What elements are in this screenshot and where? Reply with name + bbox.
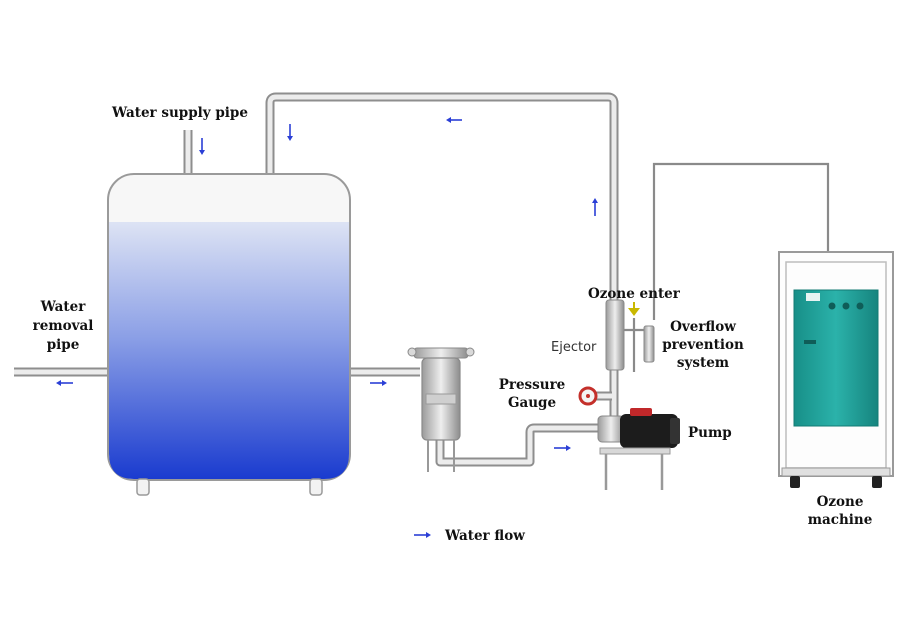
water-tank [107,173,351,496]
label-overflow-line1: Overflow [670,319,736,335]
arrow-up-icon [592,198,598,216]
arrow-right-icon [370,380,387,386]
arrow-down-icon [287,124,293,141]
machine-knob-icon [856,302,864,310]
label-ejector: Ejector [551,340,597,355]
flow-arrows [56,117,598,451]
arrow-down-icon [199,138,205,155]
label-pressure-gauge-line1: Pressure [499,377,566,393]
label-water-removal-pipe-line2: removal [33,318,94,334]
label-pump: Pump [688,425,732,441]
bag-filter [407,347,475,472]
legend-arrow-right-icon [414,532,431,538]
label-water-supply-pipe: Water supply pipe [111,105,248,121]
legend-water-flow: Water flow [444,528,525,544]
label-water-removal-pipe-line1: Water [40,299,87,315]
pipe-network [14,92,830,467]
label-ozone-machine-line1: Ozone [817,494,864,510]
machine-knob-icon [828,302,836,310]
pump [597,408,680,490]
ejector [605,299,625,371]
label-water-removal-pipe-line3: pipe [47,337,80,353]
machine-knob-icon [842,302,850,310]
label-ozone-enter: Ozone enter [588,286,681,302]
arrow-left-icon [446,117,462,123]
ozone-arrow-down-icon [628,308,640,316]
label-ozone-machine-line2: machine [808,512,873,528]
label-overflow-line3: system [677,355,729,371]
legend: Water flow [414,528,525,544]
arrow-left-icon [56,380,73,386]
label-pressure-gauge-line2: Gauge [508,395,556,411]
label-overflow-line2: prevention [662,337,744,353]
overflow-prevention-device [628,302,655,363]
pressure-gauge [578,386,598,406]
ozone-machine [778,251,894,488]
arrow-right-icon [554,445,571,451]
labels: Water supply pipe Water removal pipe Eje… [33,105,873,528]
